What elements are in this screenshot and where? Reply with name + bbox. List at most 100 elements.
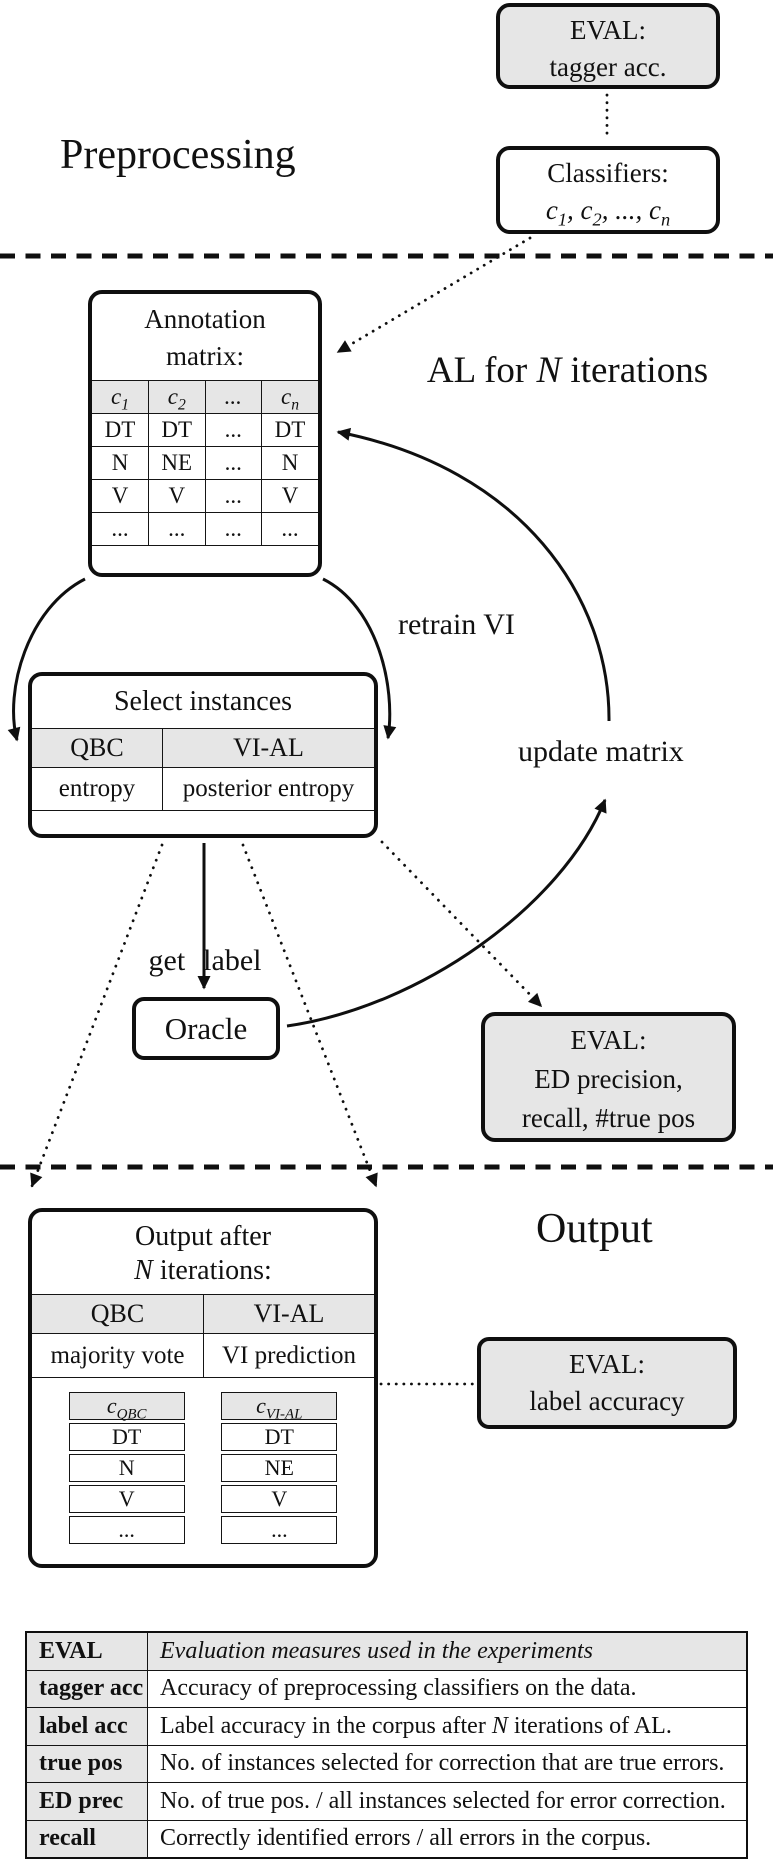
table-cell: DT xyxy=(261,413,318,447)
table-cell: ... xyxy=(261,512,318,546)
legend-desc-cell: Accuracy of preprocessing classifiers on… xyxy=(147,1669,748,1708)
legend-term-cell: label acc xyxy=(25,1707,148,1746)
section-label-preprocessing: Preprocessing xyxy=(60,132,296,178)
output-title-line2: N iterations: xyxy=(134,1255,272,1286)
table-header-cell: c2 xyxy=(148,380,206,414)
eval-label-acc-box: EVAL: label accuracy xyxy=(477,1337,737,1429)
eval-tagger-box: EVAL: tagger acc. xyxy=(496,3,720,89)
output-box-title: Output after N iterations: xyxy=(32,1212,374,1294)
eval-tagger-line1: EVAL: xyxy=(569,15,646,45)
table-header-cell: cn xyxy=(261,380,318,414)
table-header-cell: QBC xyxy=(32,1294,204,1334)
annotation-matrix-title: Annotation matrix: xyxy=(92,294,318,380)
table-row: N xyxy=(68,1454,185,1482)
table-cell: N xyxy=(92,446,149,480)
table-cell: NE xyxy=(148,446,206,480)
table-cell: NE xyxy=(221,1454,338,1482)
table-row: ............ xyxy=(92,512,318,546)
table-cell: ... xyxy=(204,479,262,513)
eval-tagger-line2: tagger acc. xyxy=(549,52,667,82)
dotted-classifiers-to-matrix xyxy=(336,236,532,354)
table-header-cell: QBC xyxy=(32,728,163,768)
legend-term-cell: tagger acc xyxy=(25,1669,148,1708)
table-header-cell: c1 xyxy=(92,380,149,414)
table-row: V xyxy=(68,1485,185,1513)
annotation-matrix-title-line1: Annotation xyxy=(144,304,266,334)
table-cell: ... xyxy=(221,1516,338,1544)
oracle-box: Oracle xyxy=(132,997,280,1060)
select-instances-title: Select instances xyxy=(113,686,293,717)
classifiers-box: Classifiers: c1, c2, ..., cn xyxy=(496,146,720,234)
table-row: DT xyxy=(68,1423,185,1451)
table-cell: posterior entropy xyxy=(161,767,374,811)
legend-term-cell: true pos xyxy=(25,1744,148,1783)
eval-ed-box: EVAL: ED precision, recall, #true pos xyxy=(481,1012,736,1142)
table-cell: ... xyxy=(204,512,262,546)
table-header-cell: ... xyxy=(204,380,262,414)
legend-term-cell: EVAL xyxy=(25,1631,148,1671)
table-cell: N xyxy=(68,1454,185,1482)
eval-ed-line2: ED precision, xyxy=(534,1064,683,1094)
table-cell: DT xyxy=(221,1423,338,1451)
table-header-row: cVI-AL xyxy=(221,1392,338,1422)
table-cell: DT xyxy=(68,1423,185,1451)
table-row: ... xyxy=(221,1516,338,1544)
section-label-output: Output xyxy=(536,1206,653,1252)
table-header-cell: cVI-AL xyxy=(221,1392,338,1422)
eval-ed-line1: EVAL: xyxy=(570,1025,647,1055)
legend-desc-cell: Correctly identified errors / all errors… xyxy=(147,1819,748,1859)
table-cell: ... xyxy=(148,512,206,546)
table-cell: entropy xyxy=(32,767,163,811)
classifiers-line2: c1, c2, ..., cn xyxy=(545,195,671,230)
oracle-title: Oracle xyxy=(164,1010,248,1046)
eval-label-acc-line1: EVAL: xyxy=(568,1349,645,1379)
table-cell: ... xyxy=(204,446,262,480)
table-cell: V xyxy=(68,1485,185,1513)
table-cell: V xyxy=(148,479,206,513)
table-header-cell: VI-AL xyxy=(203,1294,374,1334)
table-row: DT xyxy=(221,1423,338,1451)
arrow-updatematrix-to-matrix xyxy=(336,427,611,722)
eval-label-acc-line2: label accuracy xyxy=(529,1386,685,1416)
table-row: ... xyxy=(68,1516,185,1544)
arrow-matrix-to-select-left xyxy=(7,577,86,742)
table-cell: V xyxy=(92,479,149,513)
table-cell: majority vote xyxy=(32,1333,204,1378)
table-cell: ... xyxy=(92,512,149,546)
table-cell: DT xyxy=(92,413,149,447)
table-header-row: cQBC xyxy=(68,1392,185,1422)
table-cell: V xyxy=(221,1485,338,1513)
dotted-select-to-evaled xyxy=(380,840,543,1008)
table-header-cell: VI-AL xyxy=(161,728,374,768)
arrow-oracle-to-updatematrix xyxy=(286,798,607,1028)
classifiers-line1: Classifiers: xyxy=(547,158,669,188)
table-cell: N xyxy=(261,446,318,480)
table-cell: DT xyxy=(148,413,206,447)
legend-term-cell: recall xyxy=(25,1819,148,1859)
get-label-word1: get xyxy=(148,944,186,977)
section-label-al-iterations: AL for N iterations xyxy=(426,350,709,391)
arrow-matrix-to-select-right xyxy=(322,577,397,740)
legend-desc-cell: No. of instances selected for correction… xyxy=(147,1744,748,1783)
legend-desc-cell: Label accuracy in the corpus after N ite… xyxy=(147,1707,748,1746)
